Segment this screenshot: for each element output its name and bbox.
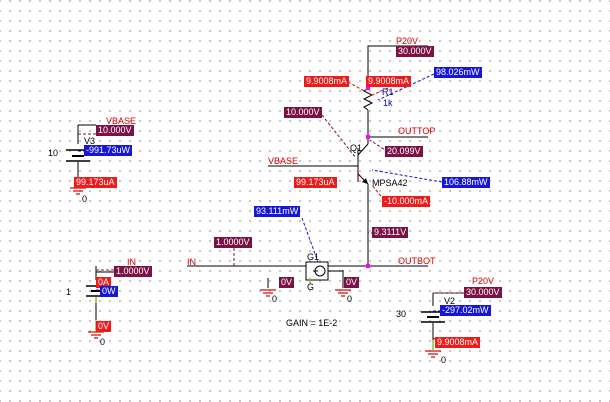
- current-r1-right[interactable]: 9.9008mA: [366, 76, 412, 87]
- ground-v3: [70, 187, 86, 195]
- r1-name-label[interactable]: R1: [382, 87, 394, 97]
- current-base[interactable]: 99.173uA: [294, 177, 337, 188]
- power-q1[interactable]: 106.88mW: [442, 177, 490, 188]
- power-v1[interactable]: 0W: [100, 286, 118, 297]
- q1-emitter-arrow: [362, 178, 368, 184]
- voltage-v2[interactable]: 30.000V: [464, 287, 502, 298]
- power-g1[interactable]: 93.111mW: [254, 206, 301, 217]
- ground-label-v1: 0: [100, 337, 106, 347]
- g1-pin-label: G: [307, 282, 315, 292]
- voltage-base[interactable]: 10.000V: [284, 107, 322, 118]
- voltage-g1-right[interactable]: 0V: [344, 277, 360, 288]
- ground-label-v3: 0: [82, 194, 88, 204]
- g1-name-label[interactable]: G1: [307, 252, 320, 262]
- ground-label-g1-left: 0: [272, 294, 278, 304]
- net-label-p20v-top[interactable]: P20V: [396, 36, 419, 46]
- current-r1-left[interactable]: 9.9008mA: [304, 76, 350, 87]
- voltage-p20v[interactable]: 30.000V: [396, 46, 434, 57]
- q1-model-label[interactable]: MPSA42: [372, 178, 408, 188]
- node-marker-outbot: [366, 264, 370, 268]
- net-label-outtop[interactable]: OUTTOP: [398, 126, 436, 136]
- v2-name-label[interactable]: V2: [444, 296, 456, 306]
- voltage-v1-bottom[interactable]: 0V: [96, 321, 112, 332]
- r1-value-label[interactable]: 1k: [383, 98, 393, 108]
- q1-name-label[interactable]: Q1: [350, 143, 363, 153]
- ground-v1: [88, 331, 104, 339]
- net-label-vbase-base[interactable]: VBASE: [268, 156, 299, 166]
- ground-g1-left: [260, 289, 276, 297]
- node-marker-outtop: [366, 135, 370, 139]
- power-v2[interactable]: -297.02mW: [440, 305, 491, 316]
- g1-gain-label[interactable]: GAIN = 1E-2: [286, 318, 338, 328]
- voltage-v1[interactable]: 1.0000V: [114, 266, 152, 277]
- v3-value-label[interactable]: 10: [48, 148, 59, 158]
- net-label-vbase-source[interactable]: VBASE: [106, 116, 137, 126]
- r1-resistor[interactable]: [362, 87, 374, 111]
- node-marker-r1: [366, 86, 370, 90]
- net-label-p20v-bottom[interactable]: P20V: [472, 276, 495, 286]
- v3-name-label[interactable]: V3: [84, 136, 96, 146]
- power-v3[interactable]: -991.73uW: [84, 145, 133, 156]
- q1-collector-leg[interactable]: [357, 143, 369, 156]
- power-r1[interactable]: 98.026mW: [434, 67, 482, 78]
- current-v2[interactable]: 9.9008mA: [435, 337, 481, 348]
- current-emitter[interactable]: -10.000mA: [382, 196, 431, 207]
- v2-value-label[interactable]: 30: [396, 309, 407, 319]
- v1-value-label[interactable]: 1: [66, 287, 72, 297]
- ground-g1-right: [335, 289, 351, 297]
- voltage-outbot[interactable]: 9.3111V: [372, 227, 409, 238]
- net-label-outbot[interactable]: OUTBOT: [398, 256, 436, 266]
- voltage-in-wire[interactable]: 1.0000V: [214, 237, 252, 248]
- ground-v2: [425, 350, 441, 358]
- net-label-in-source[interactable]: IN: [127, 257, 136, 267]
- net-label-in-wire[interactable]: IN: [187, 257, 196, 267]
- voltage-g1-left[interactable]: 0V: [279, 277, 295, 288]
- voltage-v3[interactable]: 10.000V: [96, 125, 134, 136]
- current-v3[interactable]: 99.173uA: [74, 177, 117, 188]
- ground-label-v2: 0: [441, 355, 447, 365]
- ground-label-g1-right: 0: [347, 294, 353, 304]
- current-v1[interactable]: 0A: [96, 277, 112, 288]
- voltage-outtop[interactable]: 20.099V: [385, 146, 423, 157]
